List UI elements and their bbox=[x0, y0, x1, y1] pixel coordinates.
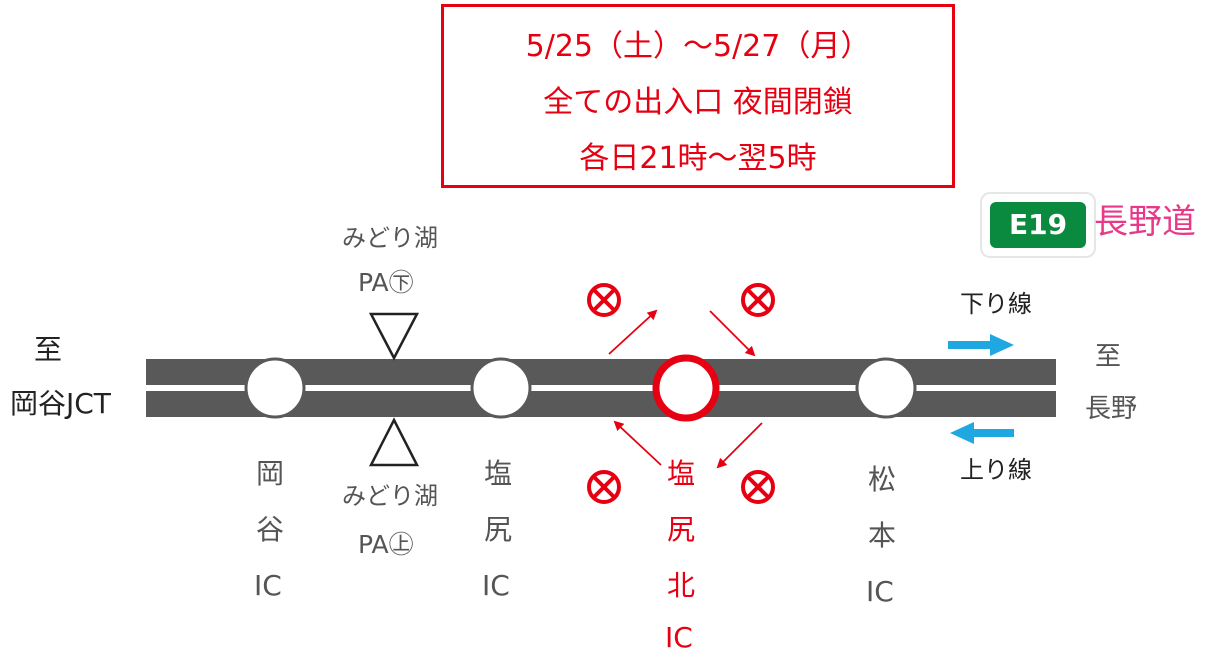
shiojiri-kita-ic-char-3: 北 bbox=[667, 569, 696, 602]
pa-down-name: みどり湖 bbox=[342, 224, 438, 252]
pa-down-label: PA㊦ bbox=[358, 268, 414, 297]
closed-circle-x-icon bbox=[741, 470, 775, 504]
west-to-label: 至 bbox=[34, 333, 63, 366]
up-line-label: 上り線 bbox=[960, 456, 1032, 484]
pa-down-triangle-icon bbox=[368, 312, 420, 361]
notice-scope: 全ての出入口 夜間閉鎖 bbox=[543, 85, 853, 120]
shiojiri-ic-char-2: 尻 bbox=[484, 513, 513, 546]
east-end-name: 長野 bbox=[1085, 394, 1138, 424]
closure-notice: 5/25（土）～5/27（月） 全ての出入口 夜間閉鎖 各日21時～翌5時 bbox=[441, 4, 955, 188]
route-number: E19 bbox=[990, 202, 1086, 248]
shiojiri-kita-ic-char-4: IC bbox=[665, 621, 693, 654]
route-badge: E19 bbox=[980, 192, 1096, 258]
pa-up-name: みどり湖 bbox=[342, 482, 438, 510]
up-direction-arrow-icon bbox=[950, 422, 1014, 444]
okaya-ic-char-3: IC bbox=[254, 569, 282, 602]
shiojiri-kita-ic-node bbox=[652, 354, 720, 422]
matsumoto-ic-char-1: 松 bbox=[868, 463, 897, 496]
shiojiri-ic-char-1: 塩 bbox=[484, 457, 513, 490]
matsumoto-ic-char-2: 本 bbox=[868, 519, 897, 552]
matsumoto-ic-node bbox=[855, 357, 917, 419]
shiojiri-kita-ic-char-2: 尻 bbox=[667, 513, 696, 546]
ramp-entrance-down-arrow-icon bbox=[608, 309, 658, 355]
notice-hours: 各日21時～翌5時 bbox=[579, 141, 817, 176]
okaya-ic-char-1: 岡 bbox=[256, 457, 285, 490]
west-end-name: 岡谷JCT bbox=[10, 387, 111, 420]
matsumoto-ic-char-3: IC bbox=[866, 575, 894, 608]
down-direction-arrow-icon bbox=[948, 334, 1014, 356]
ramp-exit-down-arrow-icon bbox=[709, 310, 756, 357]
down-line-label: 下り線 bbox=[960, 290, 1032, 318]
okaya-ic-node bbox=[244, 357, 306, 419]
ramp-entrance-up-arrow-icon bbox=[716, 422, 763, 469]
ramp-exit-up-arrow-icon bbox=[613, 420, 662, 466]
route-name: 長野道 bbox=[1094, 202, 1196, 242]
closed-circle-x-icon bbox=[587, 283, 621, 317]
closed-circle-x-icon bbox=[741, 283, 775, 317]
closed-circle-x-icon bbox=[587, 470, 621, 504]
shiojiri-kita-ic-char-1: 塩 bbox=[667, 457, 696, 490]
notice-dates: 5/25（土）～5/27（月） bbox=[525, 29, 871, 64]
pa-up-label: PA㊤ bbox=[358, 530, 414, 559]
pa-up-triangle-icon bbox=[368, 417, 420, 467]
shiojiri-ic-node bbox=[470, 357, 532, 419]
east-to-label: 至 bbox=[1095, 342, 1122, 372]
shiojiri-ic-char-3: IC bbox=[482, 569, 510, 602]
okaya-ic-char-2: 谷 bbox=[256, 513, 285, 546]
